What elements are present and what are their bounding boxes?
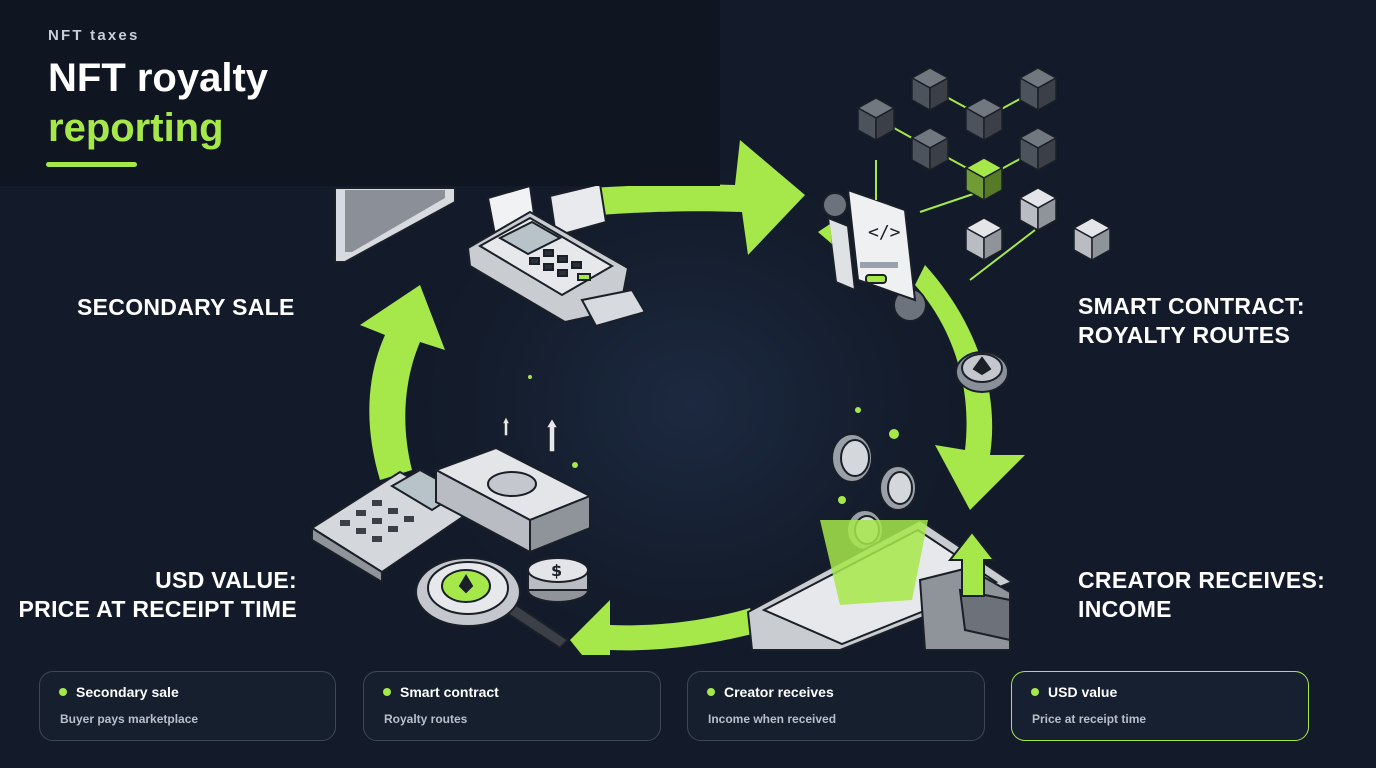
svg-text:</>: </> [868, 222, 901, 243]
blockchain-cubes-icon [856, 67, 1112, 281]
step-card-title: Smart contract [400, 684, 499, 700]
stage-label-smart-contract: SMART CONTRACT: ROYALTY ROUTES [1078, 292, 1305, 350]
step-card-title: USD value [1048, 684, 1118, 700]
bullet-dot-icon [59, 688, 67, 696]
sparkle-dots [528, 375, 899, 504]
step-card-title: Creator receives [724, 684, 834, 700]
wallet-icon [918, 530, 1011, 651]
stage-label-line: INCOME [1078, 596, 1172, 622]
page-title: NFT royalty [48, 56, 269, 100]
bullet-dot-icon [1031, 688, 1039, 696]
stage-label-line: PRICE AT RECEIPT TIME [18, 596, 297, 622]
page-title-highlight: reporting [48, 106, 224, 150]
step-card-subtitle: Buyer pays marketplace [60, 712, 199, 726]
step-card-usd-value[interactable]: USD value Price at receipt time [1011, 671, 1309, 741]
stage-label-line: SMART CONTRACT: [1078, 293, 1305, 319]
title-underline [46, 162, 137, 167]
stage-label-line: SECONDARY SALE [77, 294, 295, 320]
eyebrow-label: NFT taxes [48, 27, 140, 44]
stage-label-creator-receives: CREATOR RECEIVES: INCOME [1078, 566, 1325, 624]
title-panel [0, 0, 720, 186]
magnifier-icon [415, 557, 570, 650]
stage-label-line: ROYALTY ROUTES [1078, 322, 1291, 348]
step-card-subtitle: Price at receipt time [1032, 712, 1147, 726]
stage-label-usd-value: USD VALUE: PRICE AT RECEIPT TIME [19, 566, 297, 624]
stage-label-secondary-sale: SECONDARY SALE [77, 293, 295, 322]
bullet-dot-icon [707, 688, 715, 696]
step-card-subtitle: Income when received [708, 712, 837, 726]
royalty-cycle-illustration: </> [310, 67, 1112, 655]
coin-stack-icon: $ [527, 557, 589, 603]
step-card-secondary-sale[interactable]: Secondary sale Buyer pays marketplace [39, 671, 336, 741]
monitor-icon [334, 187, 456, 263]
smart-contract-icon: </> [818, 188, 927, 322]
step-card-title: Secondary sale [76, 684, 179, 700]
svg-text:$: $ [551, 561, 562, 580]
step-card-subtitle: Royalty routes [384, 712, 468, 726]
tablet-icon [746, 518, 1015, 651]
step-card-smart-contract[interactable]: Smart contract Royalty routes [363, 671, 661, 741]
stage-label-line: CREATOR RECEIVES: [1078, 567, 1326, 593]
payment-terminal-icon [466, 182, 647, 328]
up-arrow-icon [500, 414, 560, 453]
bullet-dot-icon [383, 688, 391, 696]
cash-stack-icon [433, 446, 593, 554]
stage-label-line: USD VALUE: [155, 567, 297, 593]
step-card-creator-receives[interactable]: Creator receives Income when received [687, 671, 985, 741]
coin-icon [955, 351, 1009, 393]
